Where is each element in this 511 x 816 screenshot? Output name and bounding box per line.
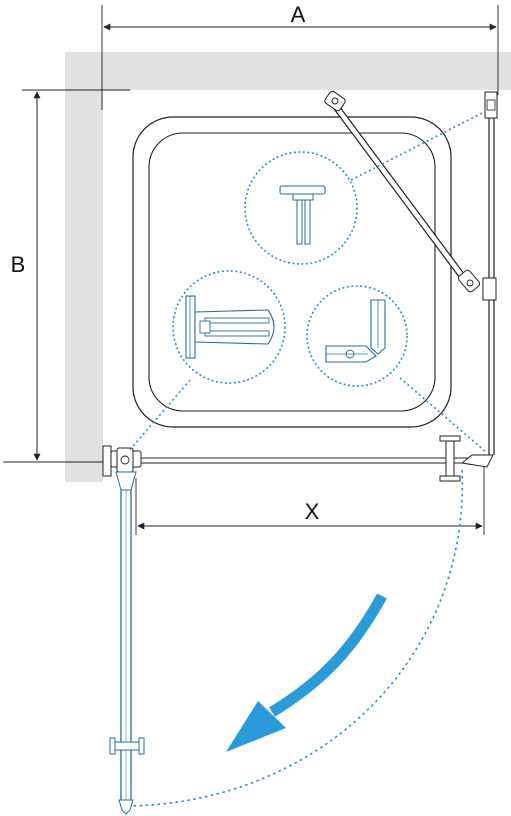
dimension-x: X xyxy=(135,465,485,535)
side-wall xyxy=(65,52,103,482)
dimension-b: B xyxy=(3,89,130,463)
top-wall-bracket xyxy=(484,91,498,119)
wall-profile-detail-icon xyxy=(172,270,286,384)
fixed-glass-panel xyxy=(482,91,498,455)
tray-outer xyxy=(132,116,452,428)
open-door-panel xyxy=(109,471,145,815)
door-swing-path xyxy=(131,469,464,807)
magnetic-seal-detail-icon xyxy=(306,285,408,387)
width-label: A xyxy=(291,2,306,27)
tray-inner xyxy=(148,132,436,412)
walls xyxy=(65,52,511,482)
door-track xyxy=(110,435,494,482)
hinge-detail-icon xyxy=(244,151,358,265)
handle-outer xyxy=(445,437,455,481)
mid-clamp xyxy=(482,277,497,301)
opening-label: X xyxy=(305,499,320,524)
shower-tray xyxy=(132,116,452,428)
curved-arrow-icon xyxy=(226,593,387,752)
back-wall xyxy=(65,52,511,90)
support-bar xyxy=(324,90,481,293)
dimension-a: A xyxy=(101,2,499,110)
detail-connectors xyxy=(127,111,487,453)
depth-label: B xyxy=(11,252,26,277)
